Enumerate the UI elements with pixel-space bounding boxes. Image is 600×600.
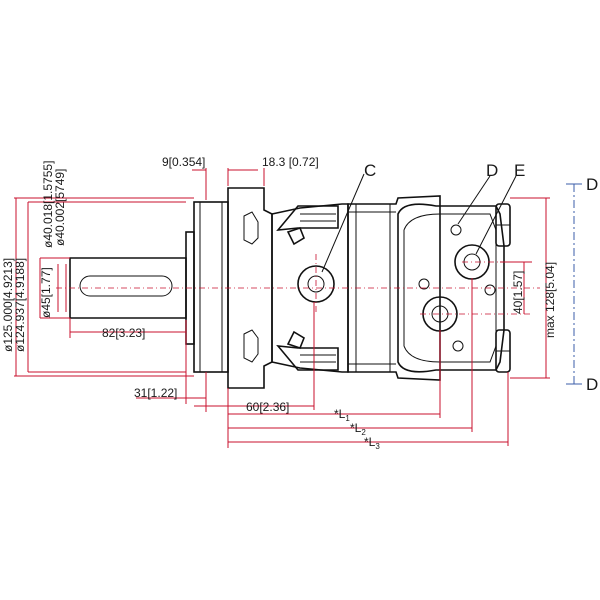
dim-top-left: 9[0.354]: [162, 155, 205, 169]
bottom-bolt: [276, 345, 339, 371]
dim-top-right: 18.3 [0.72]: [262, 155, 319, 169]
callout-d-right-top: D: [586, 175, 598, 194]
callout-d-leader: [457, 175, 491, 225]
centerlines: [56, 184, 575, 384]
dim-len-82: 82[3.23]: [102, 326, 145, 340]
dim-l2: *L2: [350, 421, 366, 437]
dim-len-60: 60[2.36]: [246, 400, 289, 414]
thread-hole: [452, 340, 464, 352]
callout-e: E: [514, 161, 525, 180]
callout-labels: C D E D D: [364, 161, 598, 394]
bottom-bolt-nose: [286, 330, 305, 349]
dimension-lines: [14, 168, 582, 448]
thread-hole: [484, 284, 496, 296]
callout-d-right-bottom: D: [586, 375, 598, 394]
housing-slot-bottom: [243, 329, 259, 363]
dimension-texts: 9[0.354] 18.3 [0.72] ø125.000[4.9213] ø1…: [1, 155, 557, 451]
dim-dia-40a: ø40.018[1.5755]: [41, 161, 55, 248]
callout-c-leader: [321, 173, 365, 273]
shaft-keyway: [79, 275, 173, 297]
mounting-flange: [193, 201, 229, 373]
dim-l1: *L1: [334, 407, 350, 423]
dim-dia-40b: ø40.002[5749]: [53, 169, 67, 246]
callout-e-leader: [475, 175, 517, 255]
top-bolt-nose: [286, 227, 305, 246]
dim-dia-45: ø45[1.77]: [39, 267, 53, 318]
top-bolt: [276, 205, 339, 231]
dim-l3: *L3: [364, 435, 380, 451]
housing-slot-top: [243, 211, 259, 245]
callout-c: C: [364, 161, 376, 180]
thread-hole: [418, 278, 430, 290]
thread-hole: [450, 224, 462, 236]
dim-port-40: 40[1.57]: [511, 271, 525, 314]
dim-dia-124: ø124.937[4.9188]: [13, 258, 27, 352]
dim-len-31: 31[1.22]: [134, 386, 177, 400]
callout-d-top: D: [486, 161, 498, 180]
dim-dia-125: ø125.000[4.9213]: [1, 258, 15, 352]
dim-max-128: max 128[5.04]: [543, 262, 557, 338]
